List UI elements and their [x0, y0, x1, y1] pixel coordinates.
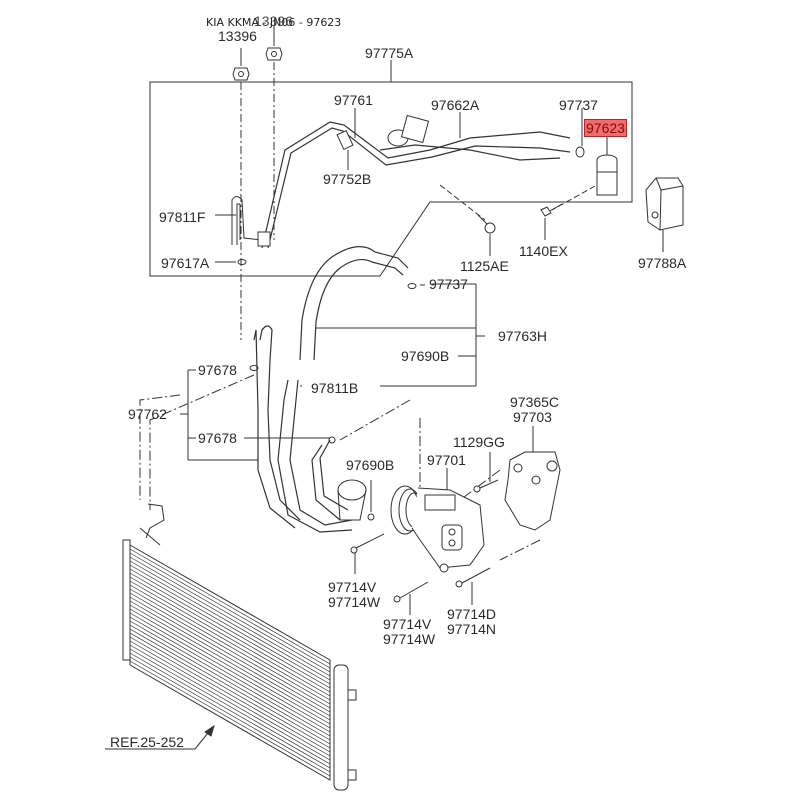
- condenser-fin: [129, 636, 331, 753]
- condenser-fin: [129, 572, 331, 689]
- condenser-fin: [129, 616, 331, 733]
- condenser-fin: [129, 584, 331, 701]
- part-label-97811F[interactable]: 97811F: [159, 209, 206, 225]
- part-label-97690B-low[interactable]: 97690B: [346, 457, 395, 473]
- condenser-fin: [129, 612, 331, 729]
- condenser-fin: [129, 640, 331, 757]
- part-label-97737-mid[interactable]: 97737: [429, 276, 468, 292]
- condenser-fin: [129, 656, 331, 773]
- valve-block: [387, 114, 430, 147]
- bolt-1129GG: [473, 479, 499, 493]
- part-label-97714V-b[interactable]: 97714V: [383, 616, 432, 632]
- condenser-fin: [129, 660, 331, 777]
- part-label-97365C[interactable]: 97365C: [510, 394, 560, 410]
- pipe-97811F: [231, 196, 271, 265]
- condenser-fin: [129, 548, 331, 665]
- ref-label[interactable]: REF.25-252: [110, 734, 184, 750]
- condenser-fin: [129, 576, 331, 693]
- part-label-97701[interactable]: 97701: [427, 452, 466, 468]
- assembly-box-97775A: [149, 81, 633, 277]
- condenser-fin: [129, 604, 331, 721]
- condenser-fin: [129, 556, 331, 673]
- condenser-fin: [129, 624, 331, 741]
- bolt-97714V-a: [350, 533, 385, 554]
- hose-97762: [253, 325, 349, 529]
- part-label-97788A[interactable]: 97788A: [638, 255, 687, 271]
- condenser-fin: [129, 592, 331, 709]
- part-label-1125AE[interactable]: 1125AE: [460, 258, 509, 274]
- part-label-97762[interactable]: 97762: [128, 406, 167, 422]
- o-ring-97690B: [367, 513, 375, 521]
- part-label-1140EX[interactable]: 1140EX: [519, 243, 568, 259]
- part-label-97811B[interactable]: 97811B: [311, 380, 359, 396]
- condenser-fin: [129, 632, 331, 749]
- part-label-97775A[interactable]: 97775A: [365, 45, 414, 61]
- bolt-1125AE: [477, 214, 496, 256]
- condenser-fin: [129, 560, 331, 677]
- ref-arrow: [105, 724, 215, 750]
- condenser-fin: [129, 648, 331, 765]
- fitting-97752B: [336, 129, 354, 151]
- condenser-fin: [129, 628, 331, 745]
- o-ring-97737-mid: [407, 283, 417, 289]
- part-label-97763H[interactable]: 97763H: [498, 328, 548, 344]
- bolt-1140EX: [540, 203, 563, 240]
- part-label-97714D[interactable]: 97714D: [447, 606, 497, 622]
- condenser-fin: [129, 652, 331, 769]
- nut-13396-a: [232, 48, 250, 81]
- compressor-97701: [390, 485, 485, 569]
- bracket-97365C: [504, 451, 561, 531]
- part-label-97678-b[interactable]: 97678: [198, 430, 237, 446]
- condenser-fin: [129, 600, 331, 717]
- condenser-fin: [129, 552, 331, 669]
- condenser-fin: [129, 580, 331, 697]
- diagram-title: KIA KKMA - JN06 - 97623: [206, 16, 342, 29]
- part-label-97617A[interactable]: 97617A: [161, 255, 210, 271]
- bolt-97714D: [455, 567, 491, 588]
- bolt-97714V-b: [393, 581, 429, 603]
- condenser-fin: [129, 564, 331, 681]
- part-label-1129GG[interactable]: 1129GG: [453, 434, 505, 450]
- cover-97788A: [645, 177, 684, 252]
- condenser: [122, 503, 357, 791]
- part-label-13396-a[interactable]: 13396: [218, 28, 257, 44]
- part-label-97662A[interactable]: 97662A: [431, 97, 480, 113]
- part-label-97623-highlighted[interactable]: 97623: [584, 119, 627, 137]
- condenser-fin: [129, 596, 331, 713]
- condenser-fin: [129, 644, 331, 761]
- part-label-97752B[interactable]: 97752B: [323, 171, 372, 187]
- part-label-97714N[interactable]: 97714N: [447, 621, 497, 637]
- hose-97763H: [277, 246, 409, 533]
- part-label-97678-a[interactable]: 97678: [198, 362, 237, 378]
- condenser-fin: [129, 588, 331, 705]
- condenser-fin: [129, 568, 331, 685]
- part-label-97737-top[interactable]: 97737: [559, 97, 598, 113]
- pipe-97761: [261, 121, 571, 249]
- part-label-97690B-mid[interactable]: 97690B: [401, 348, 450, 364]
- part-label-97703[interactable]: 97703: [513, 409, 552, 425]
- nut-13396-b: [265, 26, 283, 61]
- muffler-97690B: [337, 479, 367, 521]
- part-label-97714V-a[interactable]: 97714V: [328, 579, 377, 595]
- expansion-valve-97623: [596, 154, 618, 196]
- condenser-fin: [129, 620, 331, 737]
- part-label-97714W-a[interactable]: 97714W: [328, 594, 381, 610]
- part-label-97714W-b[interactable]: 97714W: [383, 631, 436, 647]
- part-label-97761[interactable]: 97761: [334, 92, 373, 108]
- condenser-fin: [129, 608, 331, 725]
- part-label-13396-b[interactable]: 13396: [254, 13, 293, 29]
- o-ring-97737: [575, 146, 585, 158]
